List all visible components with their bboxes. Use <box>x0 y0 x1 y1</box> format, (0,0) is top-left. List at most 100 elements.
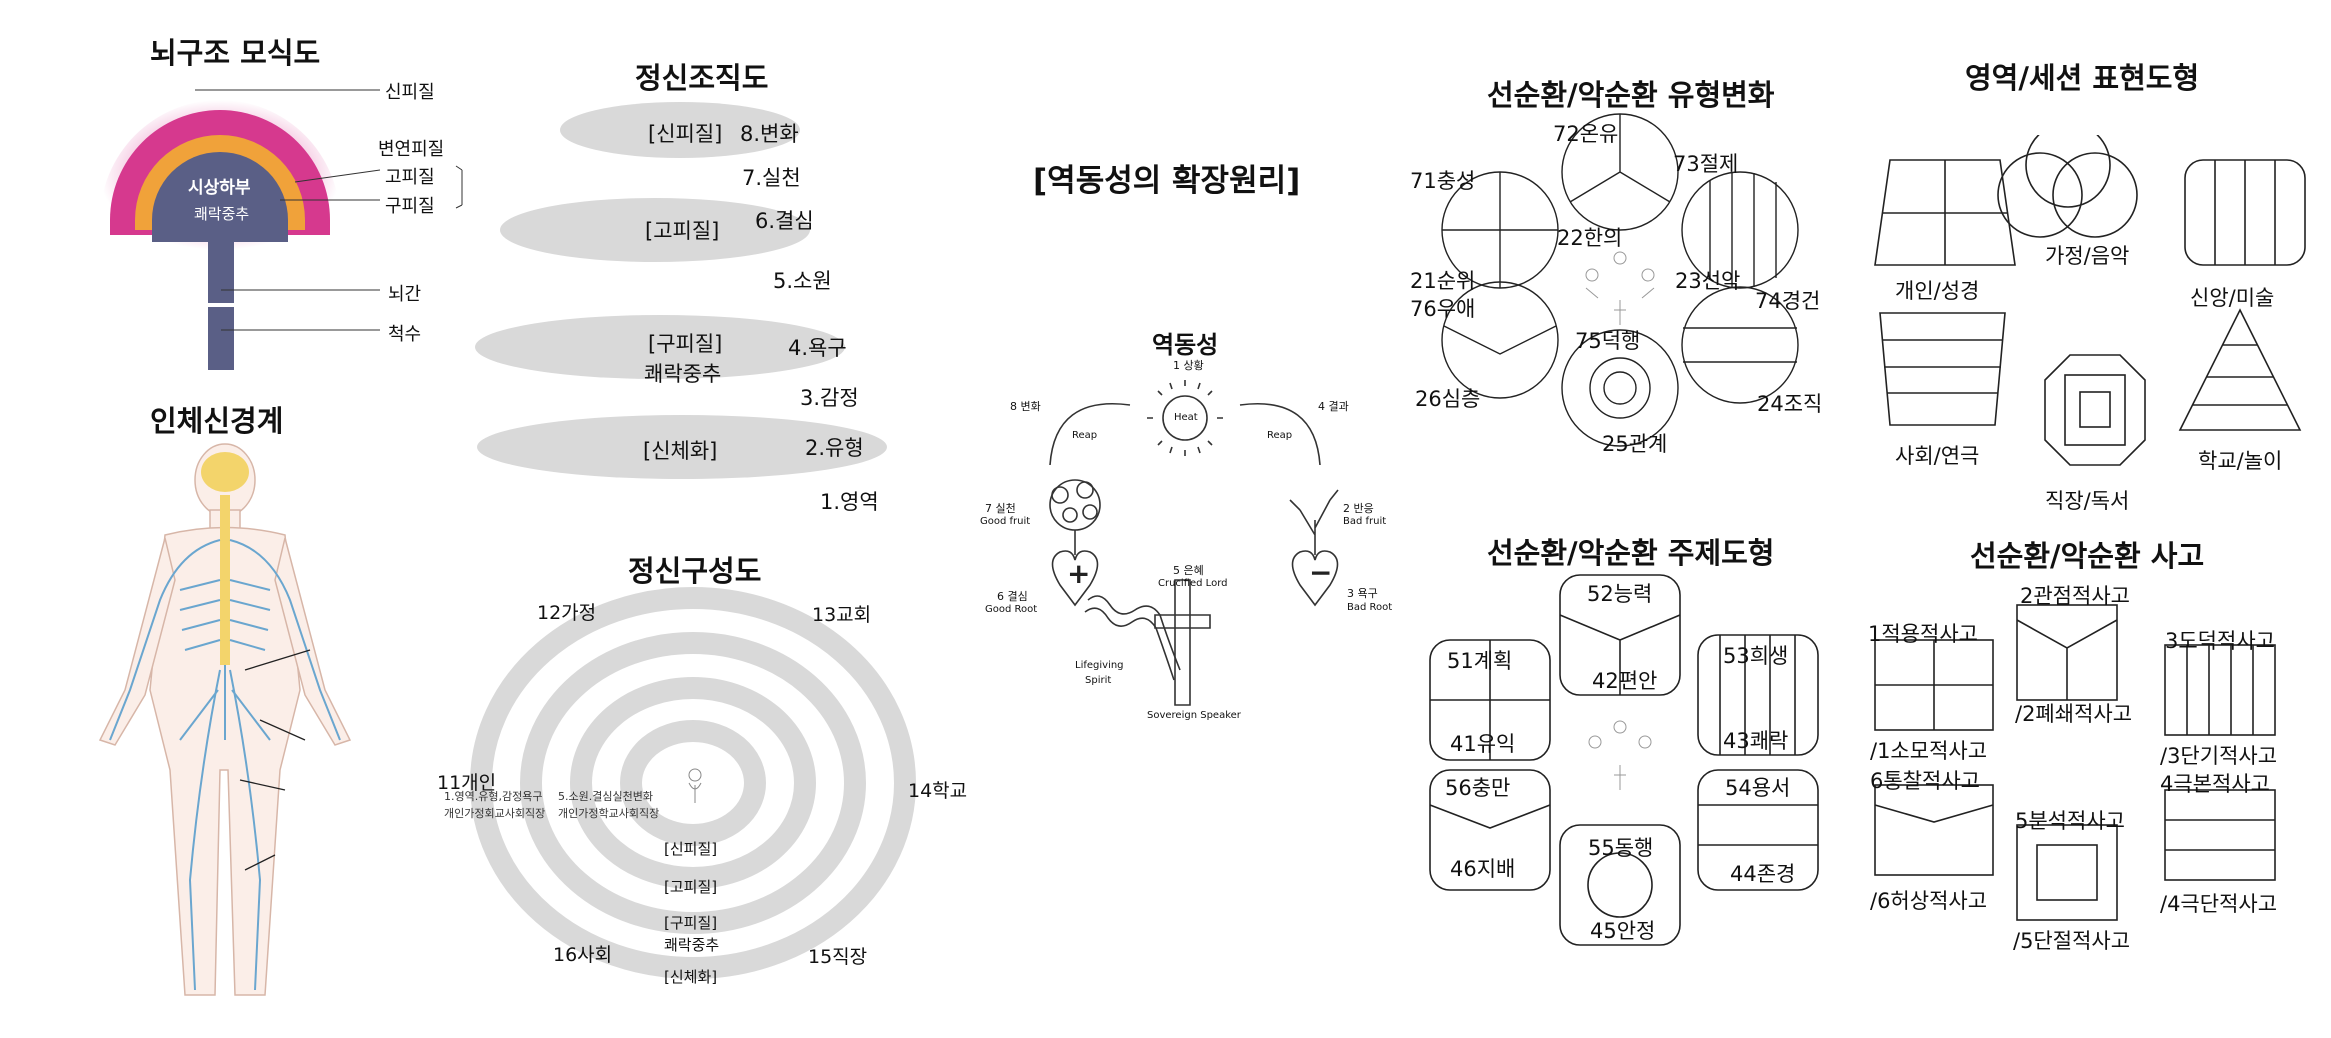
org-group-somatization: [신체화] <box>643 439 718 463</box>
brain-label-neocortex: 신피질 <box>385 82 435 103</box>
cycle-21: 21순위 <box>1410 269 1476 293</box>
org-group-archicortex: [구피질] <box>648 332 723 356</box>
dyn-node-lifegiving: Lifegiving <box>1075 660 1124 671</box>
comp-layer-paleocortex: [고피질] <box>664 878 718 896</box>
theme-56: 56충만 <box>1445 776 1511 800</box>
dyn-node-decision: 6 결심 <box>997 590 1028 603</box>
comp-inner-line3: 5.소원.결심실천변화 <box>558 790 653 803</box>
dyn-node-practice: 7 실천 <box>985 502 1016 515</box>
theme-45: 45안정 <box>1590 919 1656 943</box>
cycle-75: 75덕행 <box>1575 329 1641 353</box>
brain-diagram <box>100 89 463 370</box>
theme-52: 52능력 <box>1587 582 1653 606</box>
area-label-personal: 개인/성경 <box>1895 279 1980 303</box>
dyn-node-bad-fruit: Bad fruit <box>1343 516 1387 527</box>
dyn-node-spirit: Spirit <box>1085 675 1112 686</box>
dyn-node-reap-right: Reap <box>1267 430 1293 441</box>
comp-inner-line2: 개인가정회교사회직장 <box>444 807 546 820</box>
area-shapes <box>1874 135 2306 466</box>
dyn-node-desire: 3 욕구 <box>1347 587 1378 600</box>
think-neg-3: /3단기적사고 <box>2160 744 2278 768</box>
cycle-76: 76우애 <box>1410 297 1476 321</box>
think-neg-1: /1소모적사고 <box>1870 739 1988 763</box>
comp-label-13: 13교회 <box>812 604 872 626</box>
cycle-72: 72온유 <box>1553 122 1619 146</box>
theme-55: 55동행 <box>1588 836 1654 860</box>
dyn-node-reaction: 2 반응 <box>1343 502 1374 515</box>
dyn-subtitle: 역동성 <box>1152 331 1219 359</box>
nerve-title: 인체신경계 <box>150 404 284 438</box>
cycle-title: 선순환/악순환 유형변화 <box>1487 78 1775 112</box>
brain-inner-pleasure: 쾌락중추 <box>194 205 250 223</box>
cycle-24: 24조직 <box>1757 392 1823 416</box>
comp-layer-pleasure: 쾌락중추 <box>664 936 720 954</box>
think-1: 1적용적사고 <box>1868 622 1978 646</box>
org-title: 정신조직도 <box>635 61 769 95</box>
comp-layer-somatization: [신체화] <box>664 968 718 986</box>
cycle-74: 74경건 <box>1755 289 1821 313</box>
dyn-node-situation: 1 상황 <box>1173 359 1204 372</box>
org-item-8: 8.변화 <box>740 122 799 146</box>
comp-label-11: 11개인 <box>437 772 497 794</box>
dyn-node-crucified: Crucified Lord <box>1158 578 1228 589</box>
area-label-society: 사회/연극 <box>1895 444 1980 468</box>
cycle-26: 26심층 <box>1415 387 1481 411</box>
org-item-1: 1.영역 <box>820 490 879 514</box>
cycle-circles <box>1441 113 1799 447</box>
theme-shapes <box>1429 574 1819 946</box>
dyn-node-heat: Heat <box>1174 412 1198 423</box>
cycle-22: 22한의 <box>1557 226 1623 250</box>
org-item-6: 6.결심 <box>755 209 814 233</box>
think-shapes <box>1874 604 2276 921</box>
org-group-paleocortex: [고피질] <box>645 219 720 243</box>
area-title: 영역/세션 표현도형 <box>1965 61 2200 95</box>
dyn-node-good-root: Good Root <box>985 604 1038 615</box>
think-neg-4: /4극단적사고 <box>2160 892 2278 916</box>
think-2: 2관점적사고 <box>2020 584 2130 608</box>
theme-42: 42편안 <box>1592 669 1658 693</box>
dynamics-diagram: + − <box>1049 380 1339 706</box>
cycle-73: 73절제 <box>1673 152 1739 176</box>
dyn-node-good-fruit: Good fruit <box>980 516 1031 527</box>
nervous-system-figure <box>98 443 352 996</box>
area-label-faith: 신앙/미술 <box>2190 286 2275 310</box>
dyn-node-grace: 5 은혜 <box>1173 564 1204 577</box>
org-group-pleasure: 쾌락중추 <box>644 362 722 386</box>
theme-41: 41유익 <box>1450 732 1516 756</box>
theme-53: 53희생 <box>1723 644 1789 668</box>
cycle-71: 71충성 <box>1410 169 1476 193</box>
dyn-node-bad-root: Bad Root <box>1347 602 1393 613</box>
comp-title: 정신구성도 <box>628 554 762 588</box>
theme-51: 51계획 <box>1447 649 1513 673</box>
cycle-25: 25관계 <box>1602 432 1668 456</box>
brain-inner-hypothalamus: 시상하부 <box>188 178 251 198</box>
think-neg-5: /5단절적사고 <box>2013 929 2131 953</box>
theme-43: 43쾌락 <box>1723 729 1789 753</box>
brain-label-paleocortex: 고피질 <box>385 167 435 188</box>
comp-label-14: 14학교 <box>908 780 968 802</box>
think-3: 3도덕적사고 <box>2165 629 2275 653</box>
brain-title: 뇌구조 모식도 <box>150 36 321 70</box>
org-group-neocortex: [신피질] <box>648 122 723 146</box>
comp-inner-line1: 1.영역.유형,감정욕구 <box>444 790 543 803</box>
org-item-3: 3.감정 <box>800 386 859 410</box>
area-label-family: 가정/음악 <box>2045 244 2130 268</box>
theme-44: 44존경 <box>1730 862 1796 886</box>
think-5: 5분석적사고 <box>2015 809 2125 833</box>
org-item-7: 7.실천 <box>742 166 801 190</box>
comp-label-15: 15직장 <box>808 946 868 968</box>
org-item-2: 2.유형 <box>805 436 864 460</box>
svg-text:+: + <box>1067 557 1090 590</box>
theme-54: 54용서 <box>1725 776 1791 800</box>
think-4: 4극본적사고 <box>2160 772 2270 796</box>
comp-label-16: 16사회 <box>553 944 613 966</box>
dyn-node-sovereign: Sovereign Speaker <box>1147 710 1241 721</box>
comp-label-12: 12가정 <box>537 602 597 624</box>
comp-layer-archicortex: [구피질] <box>664 914 718 932</box>
dyn-title: [역동성의 확장원리] <box>1033 163 1301 199</box>
brain-label-limbic: 변연피질 <box>378 139 445 160</box>
think-6: 6통찰적사고 <box>1870 769 1980 793</box>
cycle-23: 23선악 <box>1675 269 1741 293</box>
think-neg-2: /2폐쇄적사고 <box>2015 702 2133 726</box>
brain-label-spinal: 척수 <box>388 324 422 345</box>
